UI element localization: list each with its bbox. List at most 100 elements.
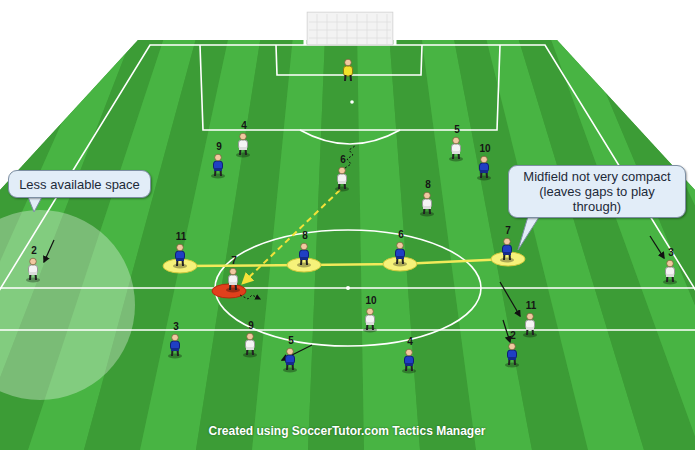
goalkeeper	[344, 59, 353, 81]
player-head	[301, 243, 308, 250]
player-figure	[168, 334, 182, 358]
watermark: Created using SoccerTutor.com Tactics Ma…	[209, 424, 486, 438]
player-figure	[449, 137, 463, 161]
player-shadow	[236, 153, 250, 158]
player-head	[339, 167, 346, 174]
player-shorts	[246, 347, 254, 350]
player-shadow	[226, 288, 240, 293]
player-shadow	[477, 176, 491, 181]
player-number: 5	[288, 335, 294, 346]
player-legs	[301, 258, 307, 265]
player-shorts	[338, 181, 346, 184]
player-shadow	[335, 187, 349, 192]
player-shirt	[480, 163, 489, 172]
player-shirt	[366, 315, 375, 324]
player-figure	[211, 154, 225, 178]
grass-stripe	[308, 40, 364, 450]
player-shorts	[171, 348, 179, 351]
player-number: 7	[505, 225, 511, 236]
player-number: 4	[407, 336, 413, 347]
player-legs	[406, 364, 412, 371]
player-figure	[505, 343, 519, 367]
player-head	[177, 244, 184, 251]
player-legs	[527, 328, 533, 335]
callout-tails	[28, 197, 548, 250]
player-number: 8	[302, 230, 308, 241]
goal-frame	[305, 10, 395, 45]
player-shorts	[480, 170, 488, 173]
movement-arrow	[500, 282, 520, 316]
player-legs	[481, 171, 487, 178]
player-shorts	[503, 252, 511, 255]
player-shirt	[229, 275, 238, 284]
player-shadow	[243, 353, 257, 358]
player-shirt	[214, 161, 223, 170]
player-head	[667, 260, 674, 267]
player-legs	[287, 363, 293, 370]
player-head	[215, 154, 222, 161]
marker-ring	[163, 259, 197, 273]
player-figure	[500, 238, 514, 262]
player-shadow	[283, 368, 297, 373]
player-figure	[663, 260, 677, 284]
player-shadow	[505, 363, 519, 368]
goalkeeper-shirt	[344, 66, 353, 76]
player-figure	[363, 308, 377, 332]
player-shorts	[405, 363, 413, 366]
player-shorts	[508, 357, 516, 360]
player-number: 9	[248, 320, 254, 331]
player-legs	[397, 257, 403, 264]
player-shorts	[229, 282, 237, 285]
space-highlight	[0, 210, 135, 400]
player-shirt	[300, 250, 309, 259]
player-shadow	[523, 333, 537, 338]
player-shirt	[338, 174, 347, 183]
player-number: 9	[216, 141, 222, 152]
callout-tail	[28, 197, 42, 212]
player-number: 4	[241, 120, 247, 131]
callout-box: Less available space	[8, 170, 151, 198]
player-shadow	[211, 174, 225, 179]
player-shadow	[402, 369, 416, 374]
player-legs	[247, 348, 253, 355]
player-shorts	[214, 168, 222, 171]
player-figure	[477, 156, 491, 180]
player-legs	[230, 283, 236, 290]
player-shirt	[405, 356, 414, 365]
player-figure	[335, 167, 349, 191]
player-shorts	[666, 274, 674, 277]
player-head	[527, 313, 534, 320]
player-shadow	[168, 354, 182, 359]
centre-circle	[215, 230, 481, 346]
player-figure	[523, 313, 537, 337]
dribble-line	[240, 295, 260, 299]
player-shirt	[29, 265, 38, 274]
player-legs	[240, 148, 246, 155]
player-legs	[453, 152, 459, 159]
player-shadow	[26, 278, 40, 283]
penalty-spot	[350, 100, 354, 104]
callout-text: Less available space	[11, 177, 148, 192]
player-legs	[339, 182, 345, 189]
player-shirt	[246, 340, 255, 349]
movement-arrow	[650, 236, 664, 258]
player-shorts	[29, 272, 37, 275]
player-shirt	[171, 341, 180, 350]
player-legs	[367, 323, 373, 330]
player-number: 11	[526, 300, 537, 311]
dribble-line	[345, 146, 355, 168]
player-head	[172, 334, 179, 341]
centre-spot	[346, 286, 350, 290]
goal-mesh	[309, 14, 391, 44]
player-shirt	[666, 267, 675, 276]
player-shirt	[396, 249, 405, 258]
player-number: 3	[668, 247, 674, 258]
player-shadow	[663, 280, 677, 285]
goalkeeper-head	[345, 59, 352, 66]
player-figure	[420, 192, 434, 216]
player-head	[230, 268, 237, 275]
player-figure	[173, 244, 187, 268]
player-shirt	[239, 140, 248, 149]
player-head	[509, 343, 516, 350]
player-legs	[667, 275, 673, 282]
